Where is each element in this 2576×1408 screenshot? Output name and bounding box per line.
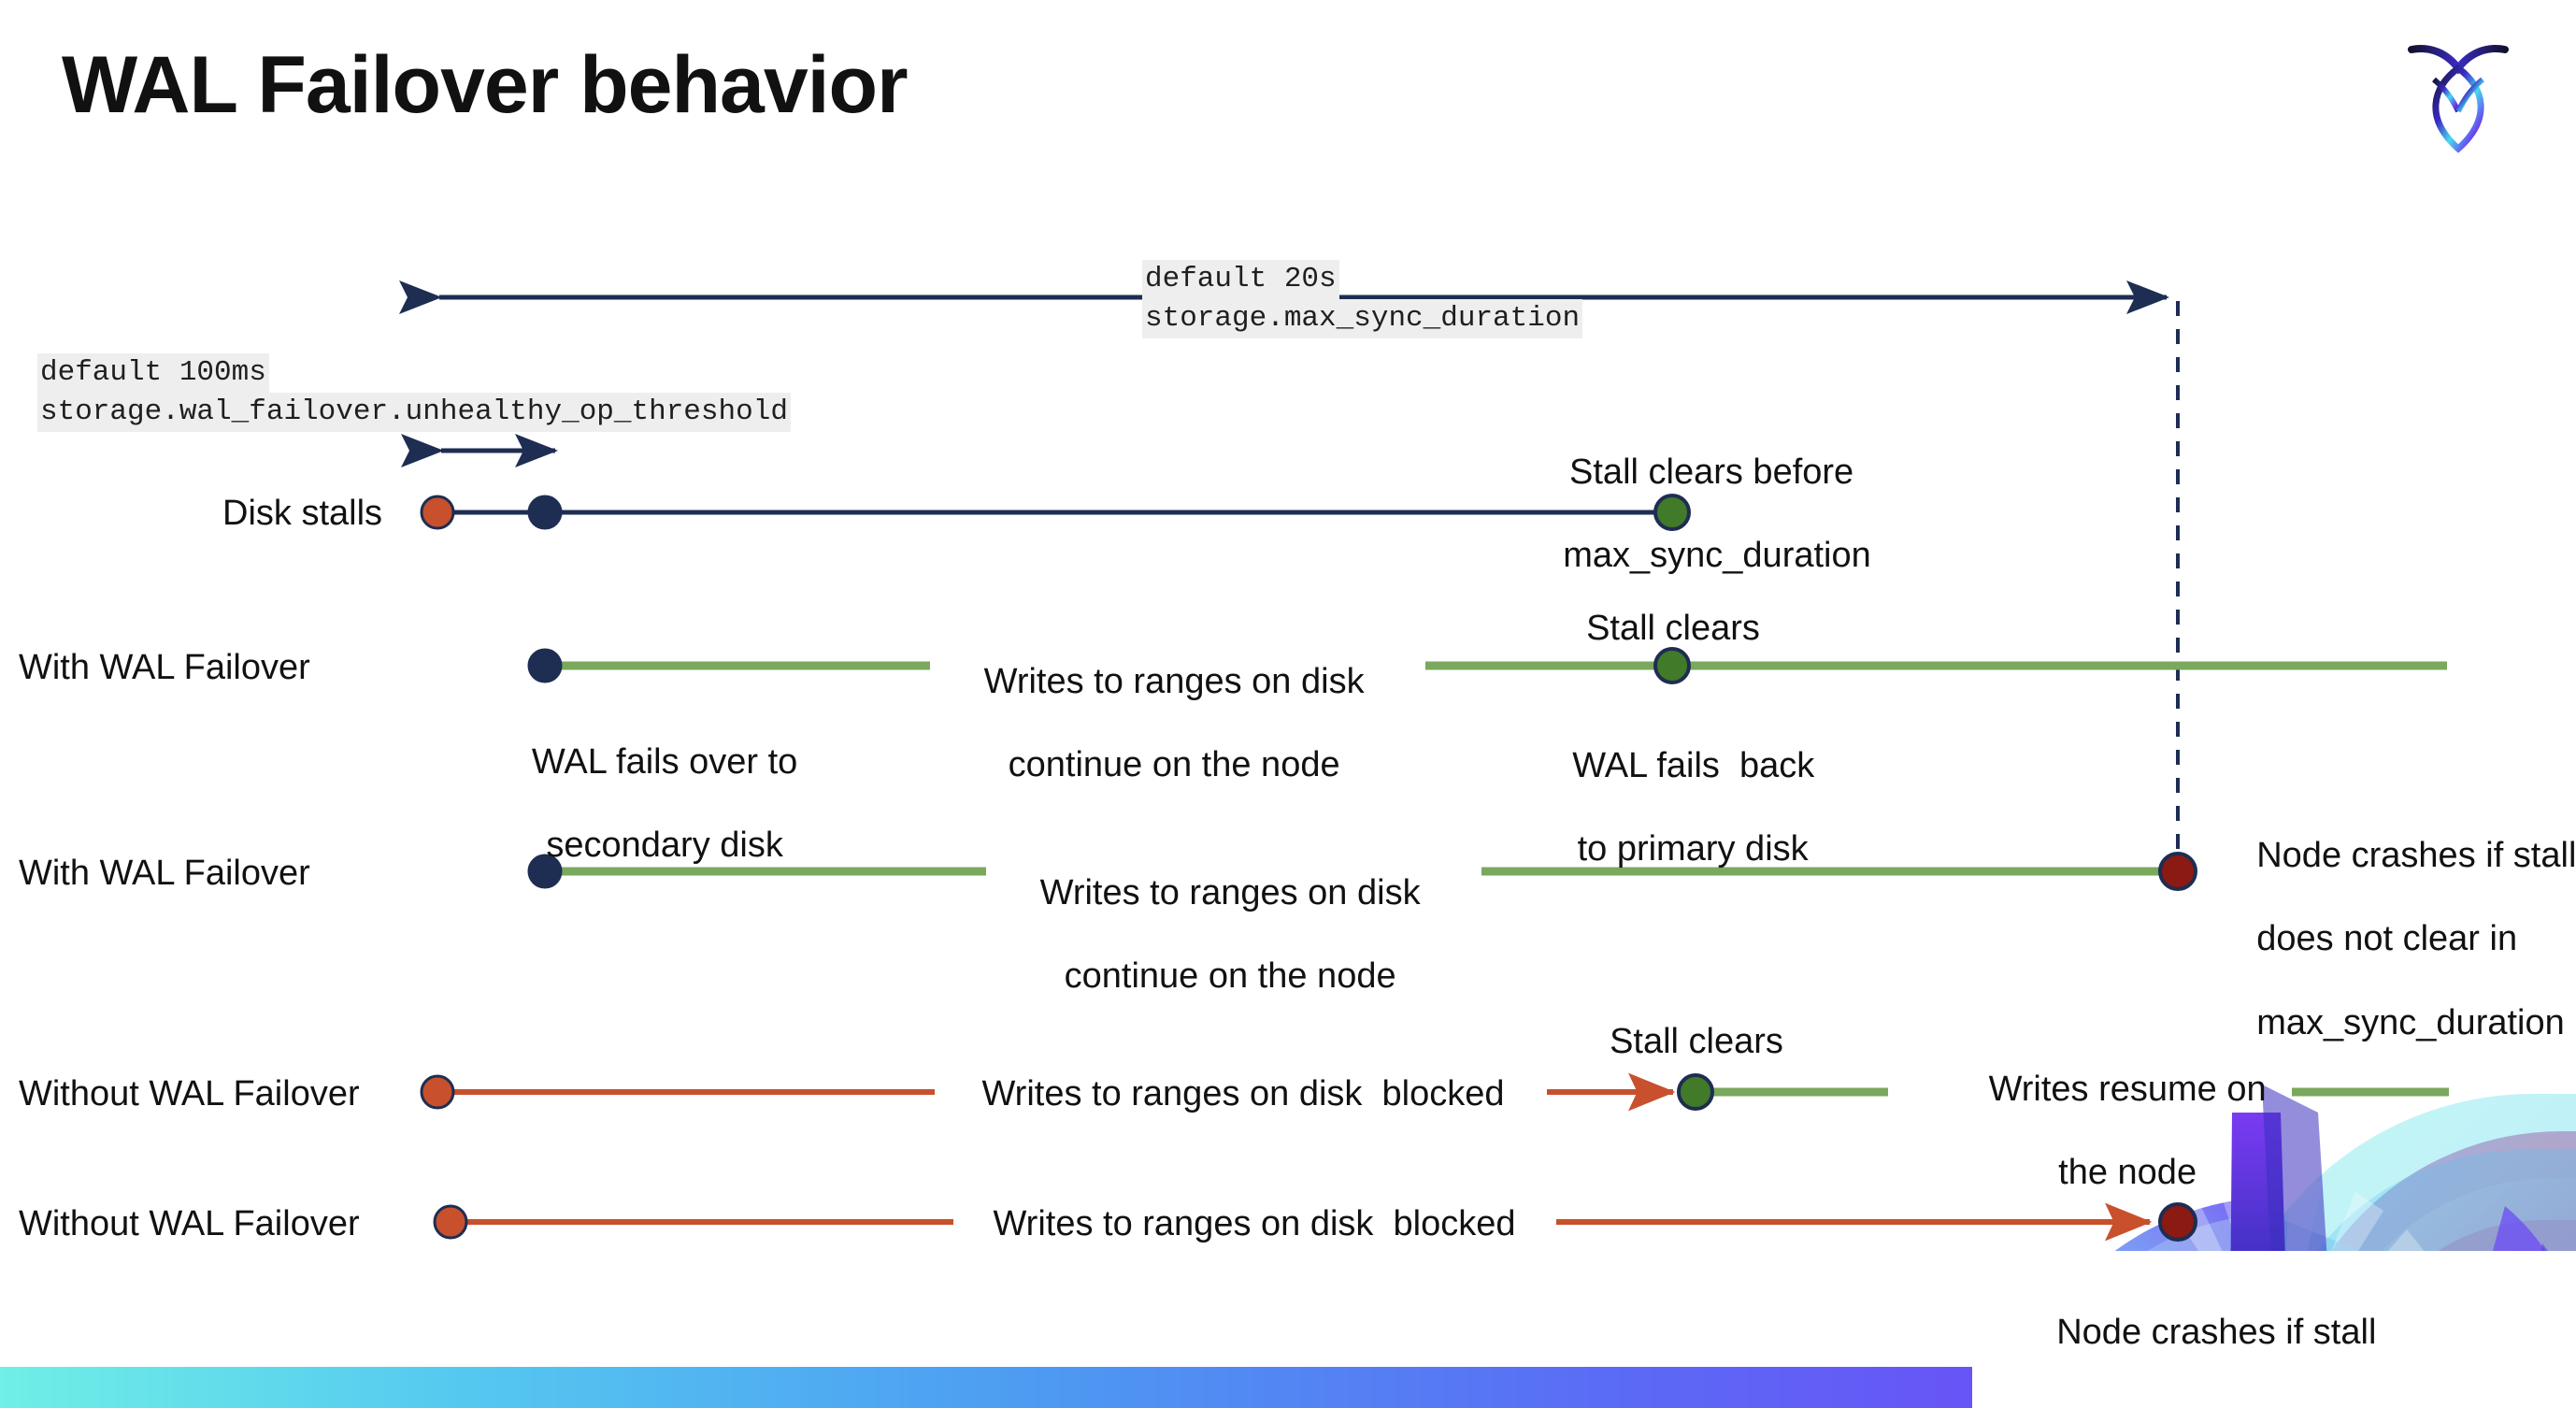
unhealthy-setting-chip: storage.wal_failover.unhealthy_op_thresh… bbox=[37, 393, 791, 433]
callout-line-2: continue on the node bbox=[1008, 745, 1340, 785]
callout-line-1: WAL fails back bbox=[1572, 745, 1815, 785]
callout-line-2: max_sync_duration bbox=[1563, 536, 1871, 576]
row-label-without-wal-failover-1: Without WAL Failover bbox=[19, 1074, 360, 1113]
callout-stall-clears-1: Stall clears bbox=[1586, 609, 1760, 648]
callout-writes-blocked-2: Writes to ranges on disk blocked bbox=[993, 1204, 1516, 1243]
failover-start-dot bbox=[527, 648, 563, 683]
callout-wal-fails-over: WAL fails over to secondary disk bbox=[477, 699, 813, 909]
max-sync-default-chip: default 20s bbox=[1142, 260, 1339, 300]
callout-line-1: Writes to ranges on disk bbox=[983, 661, 1365, 701]
node-crash-dot bbox=[2158, 852, 2197, 891]
callout-line-1: Node crashes if stall bbox=[2056, 1312, 2377, 1352]
row-disk-stalls-track bbox=[420, 494, 1691, 531]
stall-start-dot bbox=[420, 495, 455, 530]
callout-line-2: the node bbox=[2058, 1153, 2197, 1193]
row-without-wal-failover-2-track bbox=[433, 1202, 2197, 1242]
callout-line-1: WAL fails over to bbox=[531, 741, 798, 782]
row-label-without-wal-failover-2: Without WAL Failover bbox=[19, 1204, 360, 1243]
row-label-with-wal-failover-1: With WAL Failover bbox=[19, 648, 310, 687]
row-label-disk-stalls: Disk stalls bbox=[222, 494, 383, 533]
callout-writes-resume: Writes resume on the node bbox=[1925, 1027, 2290, 1236]
callout-writes-blocked-1: Writes to ranges on disk blocked bbox=[981, 1074, 1505, 1113]
callout-writes-continue-2: Writes to ranges on disk continue on the… bbox=[1000, 830, 1421, 1040]
page-title: WAL Failover behavior bbox=[62, 40, 909, 130]
stall-start-dot bbox=[433, 1204, 468, 1240]
row-label-with-wal-failover-2: With WAL Failover bbox=[19, 854, 310, 893]
max-sync-setting-chip: storage.max_sync_duration bbox=[1142, 299, 1583, 339]
stall-clear-dot bbox=[1653, 647, 1691, 684]
callout-line-2: continue on the node bbox=[1064, 956, 1396, 997]
callout-line-3: max_sync_duration bbox=[2256, 1003, 2565, 1043]
callout-stall-clears-before: Stall clears before max_sync_duration bbox=[1524, 409, 1871, 619]
callout-line-2: to primary disk bbox=[1577, 829, 1809, 869]
node-crash-dot bbox=[2158, 1202, 2197, 1242]
bottom-bar-white-mask bbox=[1972, 1367, 2576, 1408]
callout-node-crashes-top: Node crashes if stall does not clear in … bbox=[2217, 793, 2576, 1086]
stall-start-dot bbox=[420, 1074, 455, 1110]
row-with-wal-failover-1-track bbox=[527, 647, 2447, 684]
callout-writes-continue-1: Writes to ranges on disk continue on the… bbox=[944, 619, 1365, 828]
row-with-wal-failover-2-track bbox=[527, 852, 2197, 891]
unhealthy-default-chip: default 100ms bbox=[37, 353, 269, 394]
failover-trigger-dot bbox=[527, 495, 563, 530]
failover-start-dot bbox=[527, 854, 563, 889]
cockroachdb-logo bbox=[2402, 33, 2514, 164]
callout-line-1: Writes to ranges on disk bbox=[1039, 872, 1421, 912]
callout-line-2: secondary disk bbox=[546, 826, 783, 866]
callout-line-1: Writes resume on bbox=[1988, 1069, 2267, 1109]
callout-line-2: does not clear in bbox=[2256, 919, 2518, 959]
callout-line-1: Node crashes if stall bbox=[2256, 835, 2576, 875]
callout-stall-clears-2: Stall clears bbox=[1610, 1022, 1783, 1061]
stall-clear-dot bbox=[1677, 1073, 1714, 1111]
callout-wal-fails-back: WAL fails back to primary disk bbox=[1533, 703, 1815, 912]
row-without-wal-failover-1-track bbox=[420, 1072, 2449, 1112]
callout-line-1: Stall clears before bbox=[1569, 452, 1854, 492]
stall-clear-dot bbox=[1653, 494, 1691, 531]
